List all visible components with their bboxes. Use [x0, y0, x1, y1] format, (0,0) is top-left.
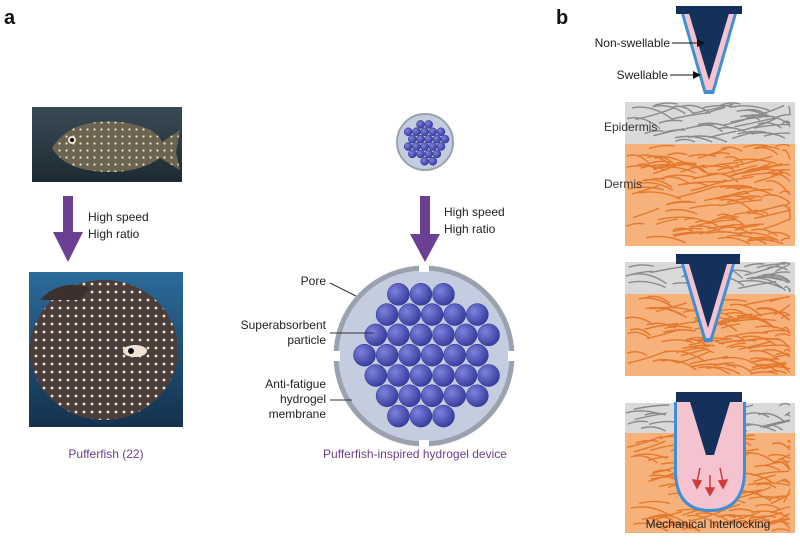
- superabsorbent-particle: [387, 404, 410, 428]
- superabsorbent-particle: [454, 364, 478, 387]
- superabsorbent-particle: [420, 303, 444, 326]
- swelling-arrows: [691, 467, 729, 497]
- superabsorbent-particle: [375, 384, 399, 408]
- superabsorbent-particle: [398, 384, 421, 408]
- pore-top: [419, 264, 429, 272]
- caption-device: Pufferfish-inspired hydrogel device: [323, 447, 507, 461]
- superabsorbent-particle: [398, 303, 421, 326]
- superabsorbent-particle: [409, 364, 433, 387]
- small-particle: [432, 134, 442, 144]
- label-dermis: Dermis: [604, 177, 642, 191]
- label-swellable: Swellable: [617, 68, 669, 82]
- superabsorbent-particle: [466, 343, 489, 367]
- pore-right: [508, 351, 516, 361]
- microneedle-top: [676, 6, 742, 94]
- arrow-right-line1: High speed: [444, 205, 505, 219]
- skin-block-3: [625, 392, 795, 533]
- small-particle: [416, 134, 425, 144]
- label-pore: Pore: [301, 274, 327, 288]
- small-particle: [408, 149, 417, 159]
- superabsorbent-particle: [375, 303, 399, 326]
- small-particle: [420, 127, 429, 137]
- panel-label-a: a: [4, 7, 16, 29]
- superabsorbent-particle: [387, 323, 410, 347]
- superabsorbent-particle: [443, 384, 466, 408]
- superabsorbent-particle: [353, 343, 376, 367]
- small-particle: [428, 127, 438, 137]
- small-device-icon: [396, 113, 454, 171]
- superabsorbent-particle: [466, 303, 489, 326]
- small-particle: [424, 134, 433, 144]
- superabsorbent-particle: [364, 364, 388, 387]
- superabsorbent-particle: [454, 323, 478, 347]
- superabsorbent-particle: [387, 364, 410, 387]
- superabsorbent-particle: [420, 343, 444, 367]
- superabsorbent-particle: [409, 323, 433, 347]
- superabsorbent-particle: [375, 343, 399, 367]
- small-particle: [403, 127, 413, 137]
- skin-block-2: [625, 254, 795, 376]
- superabsorbent-particle: [398, 343, 421, 367]
- superabsorbent-particle: [477, 323, 500, 347]
- superabsorbent-particle: [466, 384, 489, 408]
- small-particle: [428, 142, 438, 151]
- caption-pufferfish: Pufferfish (22): [68, 447, 143, 461]
- label-mechanical-interlocking: Mechanical interlocking: [646, 517, 771, 531]
- superabsorbent-particle: [409, 404, 433, 428]
- superabsorbent-particle: [443, 303, 466, 326]
- superabsorbent-particle: [420, 384, 444, 408]
- label-superabsorbent-1: Superabsorbent: [241, 318, 327, 332]
- hydrogel-device: [332, 264, 516, 448]
- small-particle: [436, 142, 446, 151]
- superabsorbent-particle: [432, 323, 455, 347]
- microneedle-swollen: [674, 392, 746, 512]
- superabsorbent-particle: [477, 364, 500, 387]
- small-particle: [420, 157, 429, 166]
- arrow-right-line2: High ratio: [444, 222, 496, 236]
- small-particle: [440, 134, 450, 144]
- small-particle: [412, 142, 421, 151]
- small-particle: [428, 157, 438, 166]
- superabsorbent-particle: [443, 343, 466, 367]
- small-particle: [403, 142, 413, 151]
- small-particle: [424, 149, 433, 159]
- skin-block-1: [625, 102, 795, 246]
- panel-label-b: b: [556, 7, 568, 29]
- microneedle-inserted: [676, 254, 740, 342]
- small-particle: [420, 142, 429, 151]
- superabsorbent-particle: [432, 404, 455, 428]
- label-antifatigue-2: hydrogel: [280, 392, 326, 406]
- down-arrow-left: [53, 196, 83, 262]
- superabsorbent-particle: [432, 364, 455, 387]
- small-particle: [408, 134, 417, 144]
- pufferfish-normal-photo: [32, 107, 182, 182]
- arrow-left-line1: High speed: [88, 210, 149, 224]
- label-superabsorbent-2: particle: [287, 333, 326, 347]
- label-non-swellable: Non-swellable: [595, 36, 671, 50]
- pore-bottom: [419, 440, 429, 448]
- superabsorbent-particle: [409, 283, 433, 306]
- arrow-left-line2: High ratio: [88, 227, 140, 241]
- label-antifatigue-1: Anti-fatigue: [265, 377, 326, 391]
- pore-left: [332, 351, 340, 361]
- small-particle: [436, 127, 446, 137]
- label-epidermis: Epidermis: [604, 120, 657, 134]
- superabsorbent-particle: [432, 283, 455, 306]
- superabsorbent-particle: [364, 323, 388, 347]
- superabsorbent-particle: [387, 283, 410, 306]
- small-particle: [432, 149, 442, 159]
- small-particle: [412, 127, 421, 137]
- pufferfish-inflated-photo: [29, 272, 183, 427]
- label-antifatigue-3: membrane: [269, 407, 327, 421]
- small-particle: [424, 120, 433, 129]
- small-particle: [416, 149, 425, 159]
- small-particle: [416, 120, 425, 129]
- down-arrow-right: [410, 196, 440, 262]
